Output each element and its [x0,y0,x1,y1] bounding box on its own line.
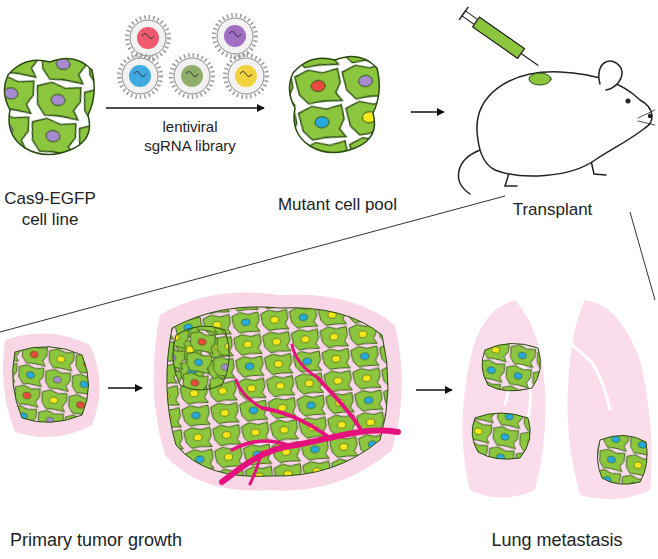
stage-node: Primary tumor growth [0,290,410,552]
mouse-figure [459,61,655,194]
stage-label: Mutant cell pool [270,195,405,215]
virus-particle [127,17,169,59]
cell-cluster [13,347,89,423]
stage-node: Transplant [450,5,655,220]
tumor-tissue [3,334,100,438]
stage-node: Lung metastasis [458,290,656,552]
growth-arrow [108,387,142,389]
stage-node: Cas9-EGFP cell line [0,55,100,230]
virus-particle [225,55,267,97]
virus-particle [119,55,161,97]
cell-cluster [482,343,540,390]
stage-label: Cas9-EGFP cell line [0,189,100,230]
tumor-tissue [154,293,402,491]
cell-cluster [597,435,647,484]
edge-label: lentiviral sgRNA library [138,118,243,156]
blood-vessel [222,345,398,484]
cell-cluster [4,58,94,154]
cell-cluster [289,56,379,152]
syringe [459,7,543,72]
virus-particle [214,15,256,57]
stage-node: Mutant cell pool [270,55,405,215]
zoom-line [630,212,655,300]
flow-arrow [411,111,444,113]
stage-label: Primary tumor growth [10,530,410,552]
flow-arrow [416,389,452,391]
virus-particle [171,55,213,97]
cell-cluster [472,413,530,459]
flow-arrow [106,107,264,109]
cell-cluster [173,326,230,390]
stage-label: Transplant [450,200,655,220]
stage-label: Lung metastasis [458,530,656,552]
lung-lobe [568,300,652,499]
lung-lobe [463,300,546,498]
